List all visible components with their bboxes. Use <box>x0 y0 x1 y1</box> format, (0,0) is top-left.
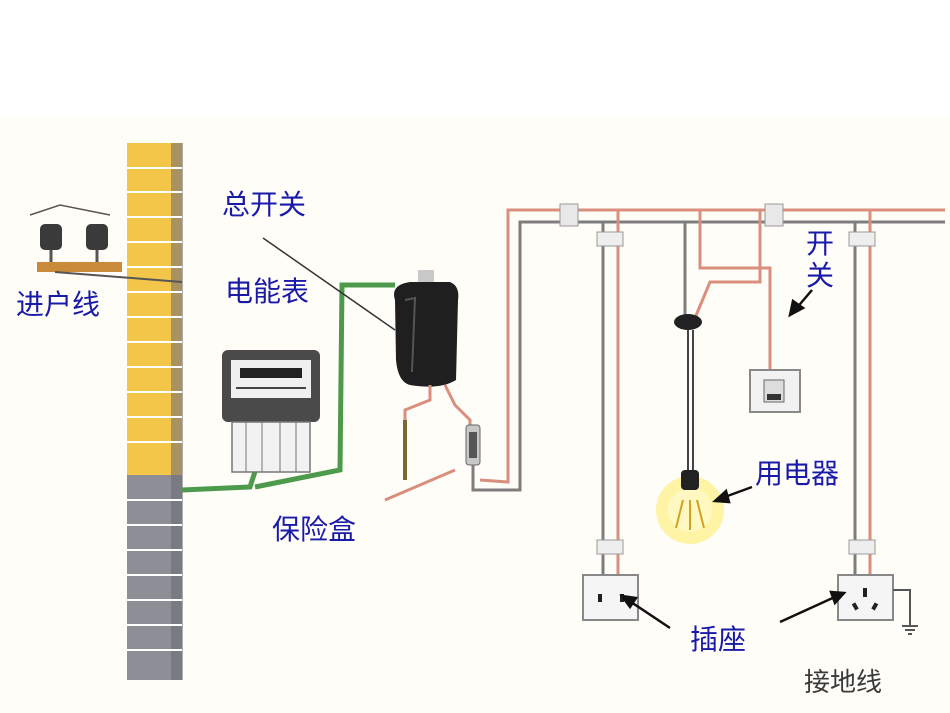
label-ground-wire: 接地线 <box>804 668 883 698</box>
trunk-wiring <box>384 208 945 502</box>
label-fuse-box: 保险盒 <box>272 513 357 546</box>
socket-branch-left <box>596 210 624 575</box>
socket-branch-right <box>848 210 876 575</box>
label-main-switch: 总开关 <box>222 188 307 221</box>
fuse-box <box>465 424 481 466</box>
label-switch: 开 关 <box>806 228 836 292</box>
pointer-arrows <box>619 289 847 630</box>
trunk-junctions <box>559 203 784 227</box>
wall-switch <box>749 369 801 413</box>
ceiling-rose <box>674 314 702 330</box>
arrow-socket-left <box>627 598 671 630</box>
arrow-socket-right <box>779 594 838 624</box>
light-bulb <box>656 470 724 544</box>
entry-insulators <box>29 204 183 283</box>
label-appliance: 用电器 <box>755 457 840 490</box>
ground-symbol <box>893 589 918 635</box>
energy-meter <box>222 350 320 473</box>
label-energy-meter: 电能表 <box>225 275 310 308</box>
label-socket: 插座 <box>690 623 747 656</box>
lamp-branch <box>683 210 772 470</box>
main-switch-device <box>262 237 459 387</box>
three-pin-socket <box>837 574 894 621</box>
label-entry-wire: 进户线 <box>16 288 101 321</box>
brick-wall <box>127 143 183 680</box>
label-switch-char2: 关 <box>806 259 835 292</box>
label-switch-char1: 开 <box>806 227 835 260</box>
